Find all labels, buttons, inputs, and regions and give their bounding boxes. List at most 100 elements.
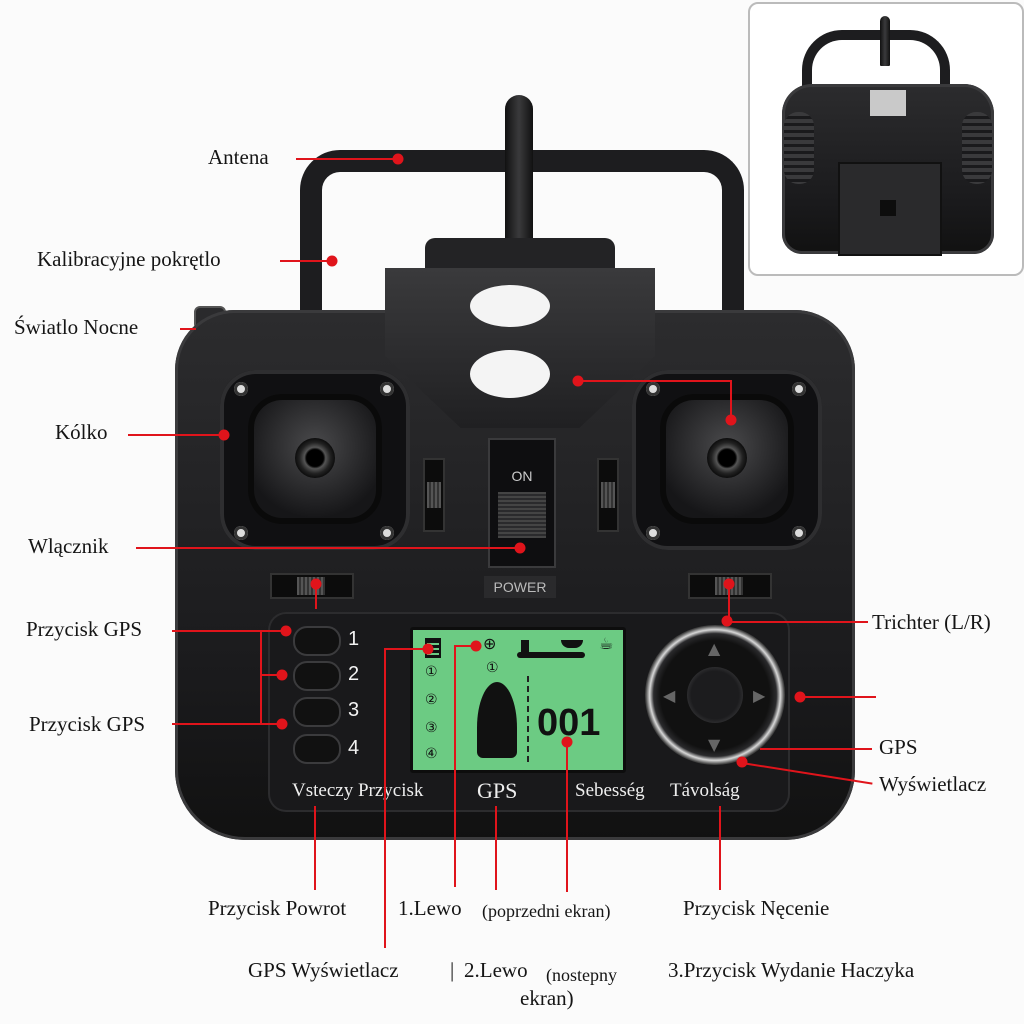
- leader-dot: [561, 736, 573, 748]
- callout-bait-button: Przycisk Nęcenie: [683, 896, 830, 920]
- leader-dot: [721, 615, 733, 627]
- leader-dot: [794, 691, 806, 703]
- leader-line: [260, 674, 282, 676]
- callout-left-2: 2.Lewo: [464, 958, 528, 982]
- indicator-light-top: [470, 285, 550, 327]
- right-vertical-trim[interactable]: [597, 458, 619, 532]
- boat-distance-bar-icon: [517, 652, 585, 658]
- power-switch-knob: [498, 492, 546, 538]
- dpad-right-icon[interactable]: ▶: [753, 686, 766, 705]
- leader-line: [172, 630, 286, 632]
- bait-boat-small-icon: [561, 640, 583, 648]
- callout-display: Wyświetlacz: [879, 772, 987, 796]
- rear-label-plate: [870, 90, 906, 116]
- lcd-divider: [527, 676, 529, 762]
- leader-dot: [723, 578, 735, 590]
- gps-target-icon: ⊕: [483, 634, 497, 653]
- dpad-down-icon[interactable]: ▼: [708, 735, 721, 754]
- side-button-2-label: 2: [348, 663, 360, 685]
- panel-label-speed: Sebesség: [575, 780, 645, 801]
- leader-dot: [392, 153, 404, 165]
- callout-next-screen-1: (nostepny: [546, 965, 617, 985]
- leader-dot: [572, 375, 584, 387]
- antenna: [505, 95, 533, 255]
- leader-line: [384, 760, 386, 774]
- right-joystick[interactable]: [707, 438, 747, 478]
- leader-line: [128, 434, 224, 436]
- screw-icon: [792, 382, 806, 396]
- leader-line: [384, 648, 428, 650]
- callout-night-light: Światlo Nocne: [14, 315, 139, 339]
- rear-grip-left: [784, 112, 814, 184]
- boat-icon: [477, 682, 517, 758]
- leader-line: [172, 723, 282, 725]
- leader-line: [136, 547, 520, 549]
- leader-line: [384, 648, 386, 948]
- leader-line: [800, 696, 876, 698]
- side-button-1-label: 1: [348, 628, 360, 650]
- callout-gps: GPS: [879, 735, 918, 759]
- callout-wheel: Kólko: [55, 420, 108, 444]
- left-joystick[interactable]: [295, 438, 335, 478]
- leader-line: [260, 630, 262, 724]
- lcd-channel-4: ④: [425, 746, 438, 762]
- lcd-screen: ⊕ ① ☕ ① ② ③ ④ 001: [410, 627, 626, 773]
- dpad-left-icon[interactable]: ◀: [663, 686, 676, 705]
- power-label: POWER: [484, 576, 556, 598]
- leader-line: [760, 748, 872, 750]
- callout-previous-screen: (poprzedni ekran): [482, 901, 611, 921]
- leader-dot: [310, 578, 322, 590]
- screw-icon: [234, 382, 248, 396]
- side-button-1[interactable]: [293, 626, 341, 656]
- leader-line: [578, 380, 730, 382]
- leader-line: [280, 260, 332, 262]
- dpad-center-button[interactable]: [687, 667, 743, 723]
- leader-line: [495, 806, 497, 890]
- leader-line: [180, 328, 196, 330]
- leader-dot: [276, 669, 288, 681]
- callout-next-screen-2: ekran): [520, 986, 574, 1010]
- side-button-2[interactable]: [293, 661, 341, 691]
- callout-left-1: 1.Lewo: [398, 896, 462, 920]
- left-gimbal: [220, 370, 410, 550]
- leader-dot: [736, 756, 748, 768]
- leader-line: [730, 380, 732, 420]
- screw-icon: [792, 526, 806, 540]
- leader-line: [454, 645, 456, 887]
- leader-dot: [326, 255, 338, 267]
- leader-dot: [218, 429, 230, 441]
- callout-gps-display: GPS Wyświetlacz: [248, 958, 399, 982]
- leader-line: [315, 585, 317, 609]
- leader-dot: [280, 625, 292, 637]
- callout-gps-button-1: Przycisk GPS: [26, 617, 143, 641]
- callout-calibration-knob: Kalibracyjne pokrętlo: [37, 247, 221, 271]
- dpad[interactable]: ▲ ◀ ▶ ▼: [645, 625, 785, 765]
- power-switch-on-label: ON: [511, 468, 533, 484]
- callout-return-button: Przycisk Powrot: [208, 896, 347, 920]
- leader-line: [719, 806, 721, 890]
- side-button-4[interactable]: [293, 734, 341, 764]
- battery-cover-latch: [880, 200, 896, 216]
- leader-line: [728, 621, 868, 623]
- rear-grip-right: [962, 112, 992, 184]
- lcd-channel-1: ①: [425, 664, 438, 680]
- screw-icon: [234, 526, 248, 540]
- callout-power-switch: Wlącznik: [28, 534, 109, 558]
- leader-dot: [422, 643, 434, 655]
- rear-antenna: [880, 16, 890, 66]
- side-button-4-label: 4: [348, 737, 360, 759]
- lcd-channel-2: ②: [425, 692, 438, 708]
- lcd-channel-3: ③: [425, 720, 438, 736]
- dpad-up-icon[interactable]: ▲: [708, 639, 721, 658]
- leader-line: [296, 158, 398, 160]
- leader-line: [454, 645, 476, 647]
- boat-marker-icon: [521, 640, 529, 652]
- callout-gps-button-2: Przycisk GPS: [29, 712, 146, 736]
- right-gimbal: [632, 370, 822, 550]
- leader-dot: [276, 718, 288, 730]
- left-vertical-trim[interactable]: [423, 458, 445, 532]
- lcd-sub-channel: ①: [486, 660, 499, 676]
- panel-label-gps: GPS: [477, 778, 518, 803]
- side-button-3[interactable]: [293, 697, 341, 727]
- screw-icon: [646, 526, 660, 540]
